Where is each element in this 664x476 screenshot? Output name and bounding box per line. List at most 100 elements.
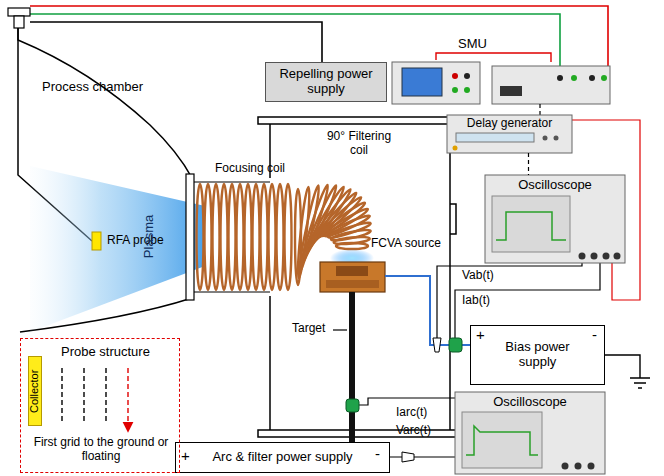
smu-device	[392, 62, 610, 104]
filter-chamber-frame	[258, 430, 462, 437]
chamber-flange	[8, 8, 30, 28]
smu-device	[571, 75, 577, 81]
part-label: Target	[292, 322, 325, 336]
power-supply-box: Bias power supply	[470, 325, 605, 385]
current-probe	[449, 338, 462, 352]
oscilloscope-body	[485, 175, 625, 263]
trigger-connector	[528, 153, 529, 175]
delay-generator: Delay generator	[447, 115, 572, 153]
focusing-flange	[194, 182, 270, 292]
fcva-source	[326, 280, 379, 288]
top-wires	[30, 14, 560, 66]
oscilloscope-body	[603, 253, 610, 260]
node-text: Oscilloscope	[518, 178, 592, 193]
delay-generator-body	[447, 115, 572, 153]
fcva-source	[349, 292, 355, 442]
node-text: Collector	[29, 369, 42, 412]
coil-winding	[253, 184, 260, 290]
oscilloscope: Oscilloscope	[485, 175, 625, 263]
smu-device	[500, 86, 522, 96]
coil-winding	[213, 184, 220, 290]
smu-device	[589, 75, 595, 81]
oscilloscope-body	[455, 175, 625, 474]
focusing-flange	[186, 174, 194, 300]
target-leader	[333, 329, 347, 330]
probe-wires	[358, 398, 455, 405]
polarity-sign: -	[375, 445, 380, 462]
filter-chamber-frame	[450, 204, 456, 234]
rfa-probe	[92, 232, 101, 250]
chamber-flange	[8, 8, 30, 16]
filter-chamber-frame	[258, 117, 462, 437]
filter-chamber-frame	[258, 117, 462, 124]
probe-grids	[62, 368, 128, 430]
signal-name: Iab(t)	[462, 294, 490, 308]
delay-generator-body	[554, 136, 559, 141]
node-text: Repelling power supply	[271, 67, 381, 97]
oscilloscope-body	[466, 426, 538, 455]
coil-winding	[221, 184, 228, 290]
polarity-sign: +	[476, 326, 485, 343]
target-leader	[333, 329, 347, 330]
smu-device	[402, 68, 442, 96]
coil-windings	[197, 184, 372, 290]
oscilloscope-body	[579, 253, 586, 260]
filter-chamber-frame	[449, 124, 451, 430]
node-text: Oscilloscope	[493, 395, 567, 410]
coil-winding	[336, 243, 368, 249]
trigger-wire	[539, 104, 540, 115]
smu-device	[452, 73, 458, 79]
smu-device	[601, 75, 607, 81]
oscilloscope-body	[588, 463, 595, 470]
signal-name: Vab(t)	[462, 269, 494, 283]
probe-grids	[83, 368, 84, 422]
ground-symbol	[630, 378, 650, 388]
current-probe	[346, 338, 462, 412]
fcva-source	[320, 262, 385, 292]
coil-winding	[237, 184, 244, 290]
part-label: 90° Filtering coil	[318, 130, 400, 158]
polarity-sign: -	[592, 326, 597, 343]
oscilloscope-body	[575, 463, 582, 470]
node-text: Probe structure	[61, 345, 150, 360]
smu-device	[464, 73, 470, 79]
node-text: Delay generator	[467, 117, 552, 131]
delay-generator-body	[543, 136, 548, 141]
coil-winding	[269, 184, 276, 290]
smu-device	[557, 75, 563, 81]
probe-wires	[390, 456, 455, 457]
collector-plate: Collector	[28, 356, 42, 426]
coil-winding	[205, 184, 212, 290]
plasma-label: Plasma	[142, 215, 157, 258]
top-wires	[30, 6, 608, 66]
ground-symbol	[605, 355, 650, 388]
oscilloscope: Oscilloscope	[455, 392, 605, 474]
oscilloscope-body	[614, 253, 621, 260]
polarity-sign: +	[181, 447, 190, 464]
process-chamber-outline	[18, 28, 192, 178]
ground-symbol	[605, 355, 640, 378]
note: First grid to the ground or floating	[26, 436, 176, 464]
coil-winding	[197, 184, 204, 290]
voltage-probe	[402, 338, 441, 462]
smu-device	[452, 87, 458, 93]
trigger-wire	[539, 104, 540, 115]
device-label: SMU	[458, 37, 487, 52]
power-supply-box: Arc & filter power supply	[175, 442, 390, 473]
bias-wiring	[385, 276, 470, 345]
oscilloscope-body	[462, 412, 542, 468]
part-label: Focusing coil	[215, 162, 285, 176]
chamber-flange	[14, 16, 24, 28]
part-label: FCVA source	[371, 237, 441, 251]
signal-name: Varc(t)	[396, 424, 431, 438]
node-text: Bias power supply	[492, 340, 584, 370]
coil-winding	[229, 184, 236, 290]
oscilloscope-body	[455, 392, 605, 474]
bias-wiring	[385, 276, 470, 345]
probe-grids	[61, 368, 62, 422]
fcva-source	[320, 249, 385, 442]
current-probe	[346, 399, 359, 412]
coil-winding	[245, 184, 252, 290]
smu-bracket	[436, 53, 551, 62]
